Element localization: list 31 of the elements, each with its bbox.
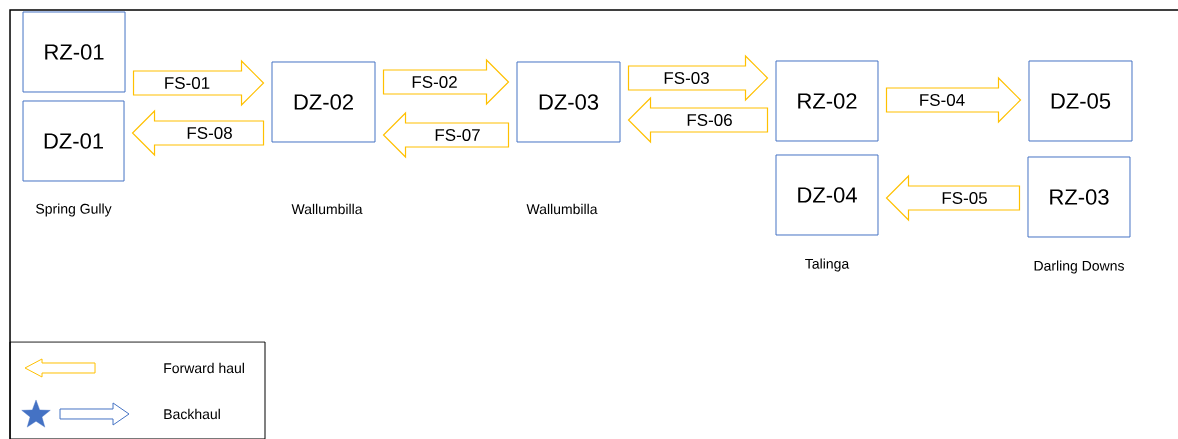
block-arrow [627,96,769,144]
zone-box: RZ-03 [1027,156,1131,238]
zone-box: RZ-01 [22,11,126,93]
legend-text: Forward haul [164,362,244,374]
edge-label: FS-07 [435,128,480,141]
block-arrow [885,174,1021,222]
edge-label: FS-06 [687,113,732,126]
edge-label: FS-04 [920,93,965,106]
location-label: Spring Gully [36,203,112,217]
block-arrow [382,111,510,159]
zone-box: DZ-01 [22,100,125,182]
zone-box: DZ-02 [271,61,376,143]
edge-label: FS-08 [187,126,232,139]
location-label: Wallumbilla [526,203,598,215]
edge-label: FS-03 [664,71,709,84]
block-arrow [131,109,265,157]
legend-text: Backhaul [164,408,220,420]
edge-label: FS-05 [942,191,987,204]
location-label: Talinga [805,258,850,272]
block-arrow [382,58,510,106]
location-label: Darling Downs [1034,260,1124,274]
zone-box: DZ-03 [516,61,621,143]
location-label: Wallumbilla [291,203,363,215]
block-arrow [132,59,265,107]
zone-box: DZ-04 [775,154,879,236]
zone-box: DZ-05 [1028,60,1133,142]
block-arrow [885,76,1022,124]
edge-label: FS-01 [165,76,210,89]
edge-label: FS-02 [412,75,457,88]
block-arrow [627,54,769,102]
zone-box: RZ-02 [775,60,879,142]
